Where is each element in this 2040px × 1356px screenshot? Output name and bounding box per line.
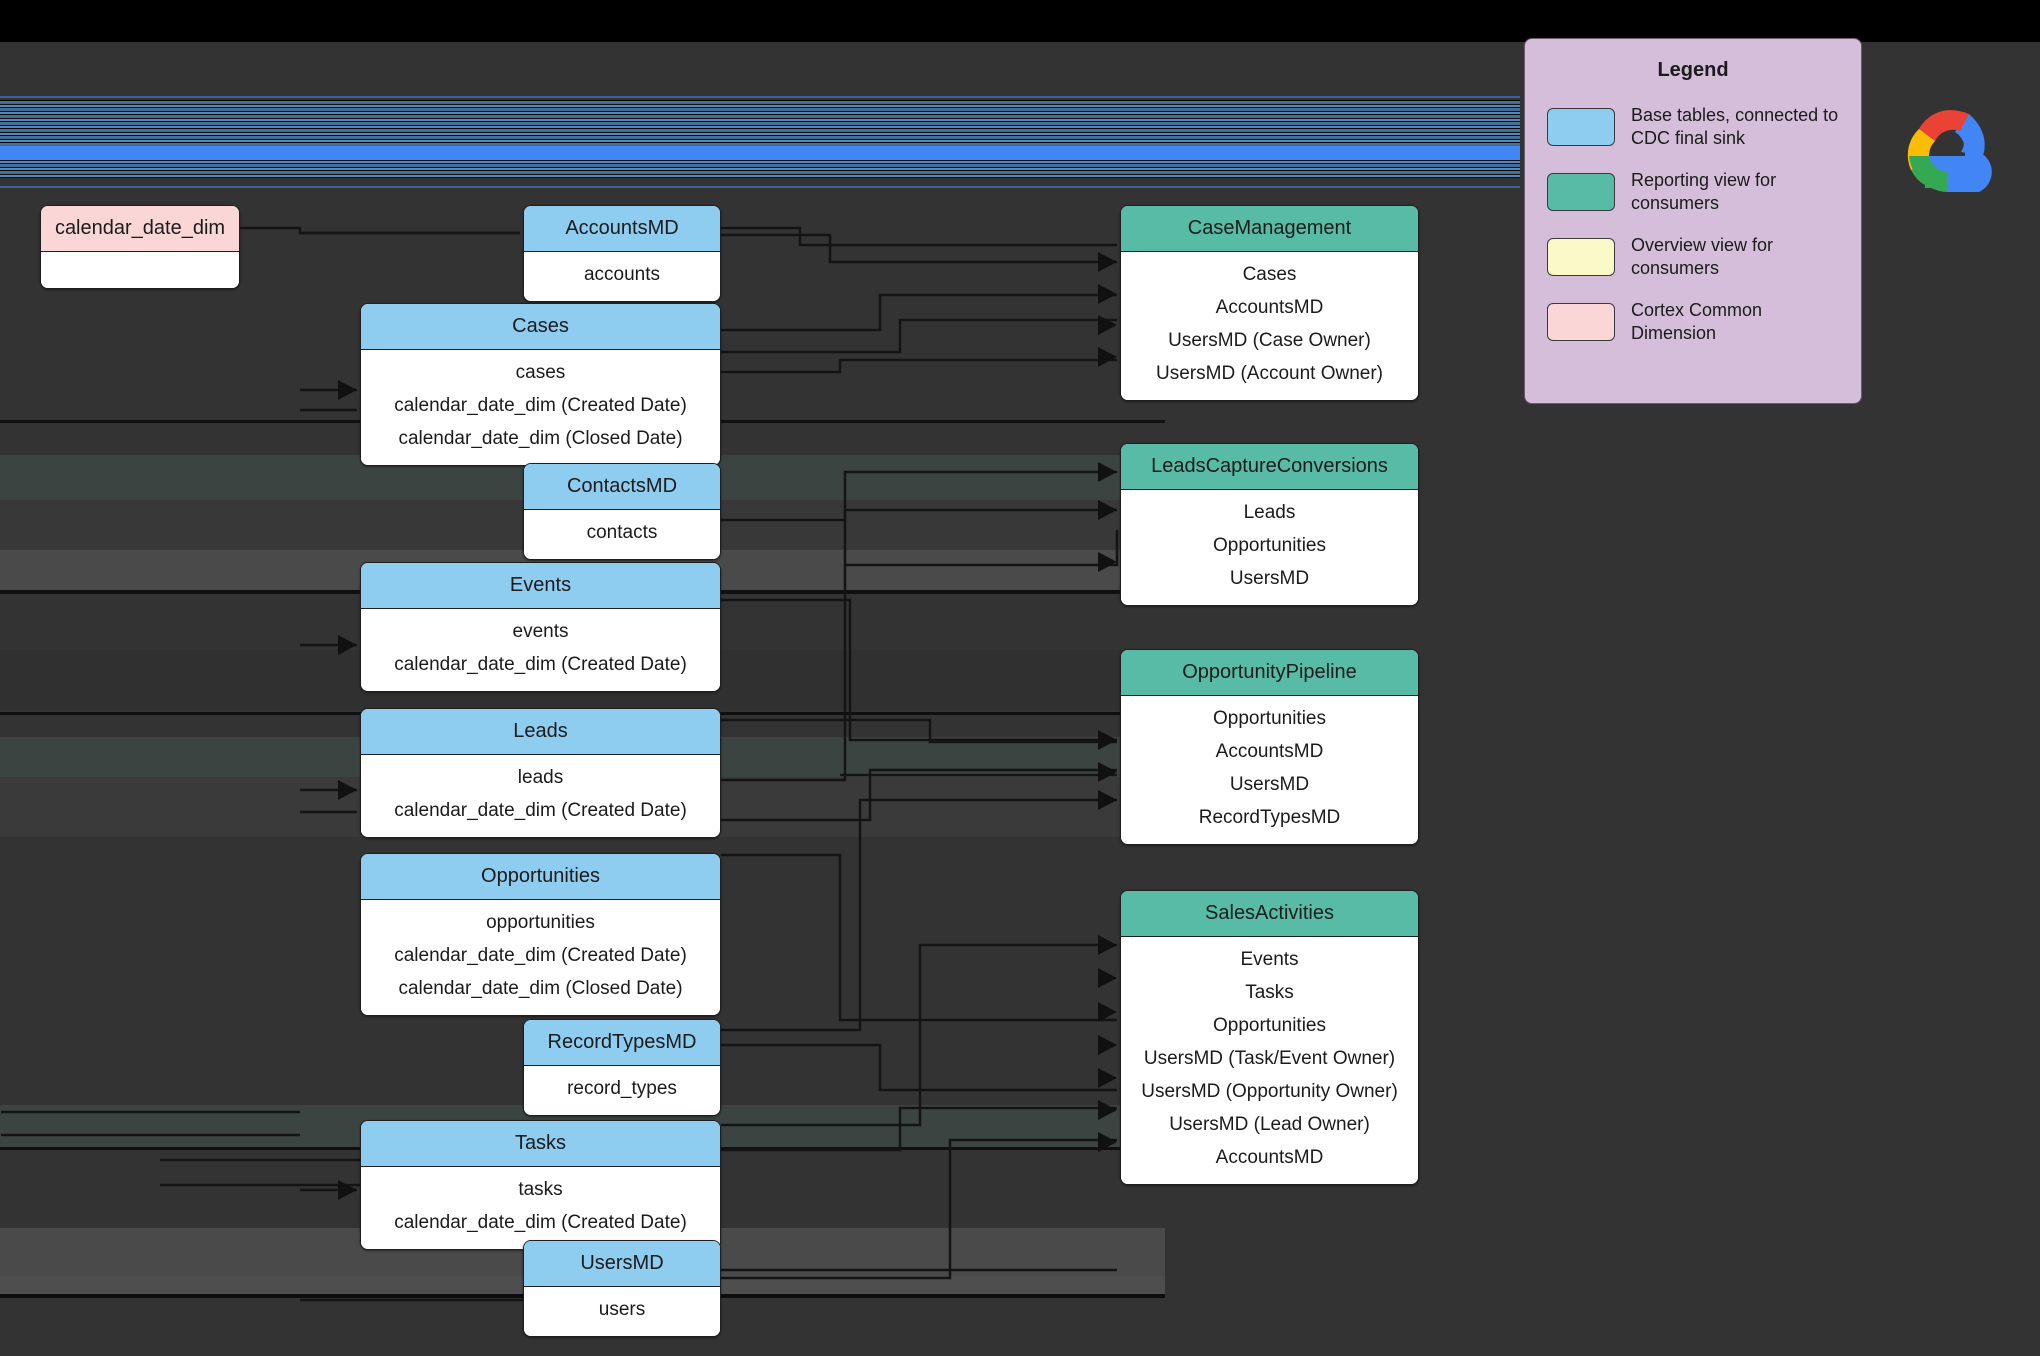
google-cloud-logo: [1895, 100, 1999, 196]
entity-card-body: leads calendar_date_dim (Created Date): [361, 755, 720, 837]
entity-card-row: UsersMD (Lead Owner): [1169, 1114, 1370, 1135]
entity-card-calendar_date_dim[interactable]: calendar_date_dim: [40, 205, 240, 289]
legend-label: Reporting view for consumers: [1631, 170, 1777, 213]
entity-card-row: Leads: [1243, 502, 1296, 523]
entity-card-row: calendar_date_dim (Created Date): [394, 395, 687, 416]
entity-card-row: Opportunities: [1212, 1015, 1326, 1036]
entity-card-recordtypesmd[interactable]: RecordTypesMD record_types: [523, 1019, 721, 1116]
entity-card-row: UsersMD (Task/Event Owner): [1143, 1048, 1396, 1069]
legend-panel: Legend Base tables, connected to CDC fin…: [1524, 38, 1862, 404]
legend-item-base-table: Base tables, connected to CDC final sink: [1547, 104, 1839, 149]
legend-item-overview-view: Overview view for consumers: [1547, 234, 1839, 279]
entity-card-title: Opportunities: [361, 854, 720, 900]
entity-card-row: Tasks: [1245, 982, 1294, 1003]
entity-card-contactsmd[interactable]: ContactsMD contacts: [523, 463, 721, 560]
entity-card-title: Cases: [361, 304, 720, 350]
entity-card-row: calendar_date_dim (Created Date): [394, 945, 687, 966]
entity-card-row: record_types: [567, 1078, 677, 1099]
entity-card-row: users: [598, 1299, 646, 1320]
entity-card-row: calendar_date_dim (Created Date): [394, 1212, 687, 1233]
entity-card-body: tasks calendar_date_dim (Created Date): [361, 1167, 720, 1249]
entity-card-tasks[interactable]: Tasks tasks calendar_date_dim (Created Dat…: [360, 1120, 721, 1250]
entity-card-row: AccountsMD: [1215, 741, 1324, 762]
legend-item-cortex-dimension: Cortex Common Dimension: [1547, 299, 1839, 344]
entity-card-title: RecordTypesMD: [524, 1020, 720, 1066]
entity-card-row: Events: [1240, 949, 1299, 970]
entity-card-row: calendar_date_dim (Closed Date): [398, 978, 683, 999]
legend-swatch-reporting-view: [1547, 172, 1615, 211]
legend-label: Cortex Common Dimension: [1631, 300, 1763, 343]
entity-card-title: CaseManagement: [1121, 206, 1418, 252]
entity-card-title: Events: [361, 563, 720, 609]
legend-swatch-overview-view: [1547, 237, 1615, 276]
entity-card-body: users: [524, 1287, 720, 1336]
legend-title: Legend: [1657, 59, 1729, 81]
entity-card-row: AccountsMD: [1215, 297, 1324, 318]
entity-card-opportunities[interactable]: Opportunities opportunities calendar_date_…: [360, 853, 721, 1016]
entity-card-usersmd[interactable]: UsersMD users: [523, 1240, 721, 1337]
entity-card-row: Opportunities: [1212, 535, 1326, 556]
entity-card-body: record_types: [524, 1066, 720, 1115]
entity-card-row: opportunities: [486, 912, 595, 933]
legend-item-reporting-view: Reporting view for consumers: [1547, 169, 1839, 214]
entity-card-title: calendar_date_dim: [41, 206, 239, 252]
entity-card-row: tasks: [518, 1179, 563, 1200]
entity-card-row: UsersMD (Opportunity Owner): [1141, 1081, 1398, 1102]
entity-card-body: accounts: [524, 252, 720, 301]
entity-card-body: opportunities calendar_date_dim (Created …: [361, 900, 720, 1015]
entity-card-row: RecordTypesMD: [1198, 807, 1341, 828]
legend-label: Base tables, connected to CDC final sink: [1631, 105, 1839, 148]
entity-card-row: UsersMD: [1229, 568, 1310, 589]
entity-card-row: UsersMD (Account Owner): [1156, 363, 1383, 384]
legend-rows: Base tables, connected to CDC final sink…: [1547, 104, 1839, 344]
entity-card-body: cases calendar_date_dim (Created Date) cal…: [361, 350, 720, 465]
entity-card-row: calendar_date_dim (Created Date): [394, 654, 687, 675]
entity-card-leads[interactable]: Leads leads calendar_date_dim (Created Dat…: [360, 708, 721, 838]
legend-swatch-base-table: [1547, 107, 1615, 146]
entity-card-row: accounts: [583, 264, 661, 285]
entity-card-title: LeadsCaptureConversions: [1121, 444, 1418, 490]
legend-label: Overview view for consumers: [1631, 235, 1774, 278]
entity-card-row: calendar_date_dim (Closed Date): [398, 428, 683, 449]
entity-card-row: AccountsMD: [1215, 1147, 1324, 1168]
entity-card-events[interactable]: Events events calendar_date_dim (Created D…: [360, 562, 721, 692]
entity-card-body: [41, 252, 239, 288]
entity-card-body: contacts: [524, 510, 720, 559]
entity-card-title: Leads: [361, 709, 720, 755]
entity-card-row: leads: [517, 767, 564, 788]
entity-card-row: UsersMD: [1229, 774, 1310, 795]
entity-card-row: Opportunities: [1212, 708, 1326, 729]
legend-swatch-cortex-dimension: [1547, 302, 1615, 341]
entity-card-cases[interactable]: Cases cases calendar_date_dim (Created Dat…: [360, 303, 721, 466]
entity-card-accountsmd[interactable]: AccountsMD accounts: [523, 205, 721, 302]
entity-card-row: events: [512, 621, 569, 642]
entity-card-title: ContactsMD: [524, 464, 720, 510]
entity-card-row: contacts: [586, 522, 658, 543]
entity-card-title: Tasks: [361, 1121, 720, 1167]
entity-card-row: calendar_date_dim (Created Date): [394, 800, 687, 821]
entity-card-title: AccountsMD: [524, 206, 720, 252]
entity-card-row: Cases: [1242, 264, 1297, 285]
entity-card-row: UsersMD (Case Owner): [1168, 330, 1371, 351]
entity-card-title: SalesActivities: [1121, 891, 1418, 937]
entity-card-title: UsersMD: [524, 1241, 720, 1287]
entity-card-title: OpportunityPipeline: [1121, 650, 1418, 696]
entity-card-body: events calendar_date_dim (Created Date): [361, 609, 720, 691]
entity-card-row: cases: [515, 362, 566, 383]
